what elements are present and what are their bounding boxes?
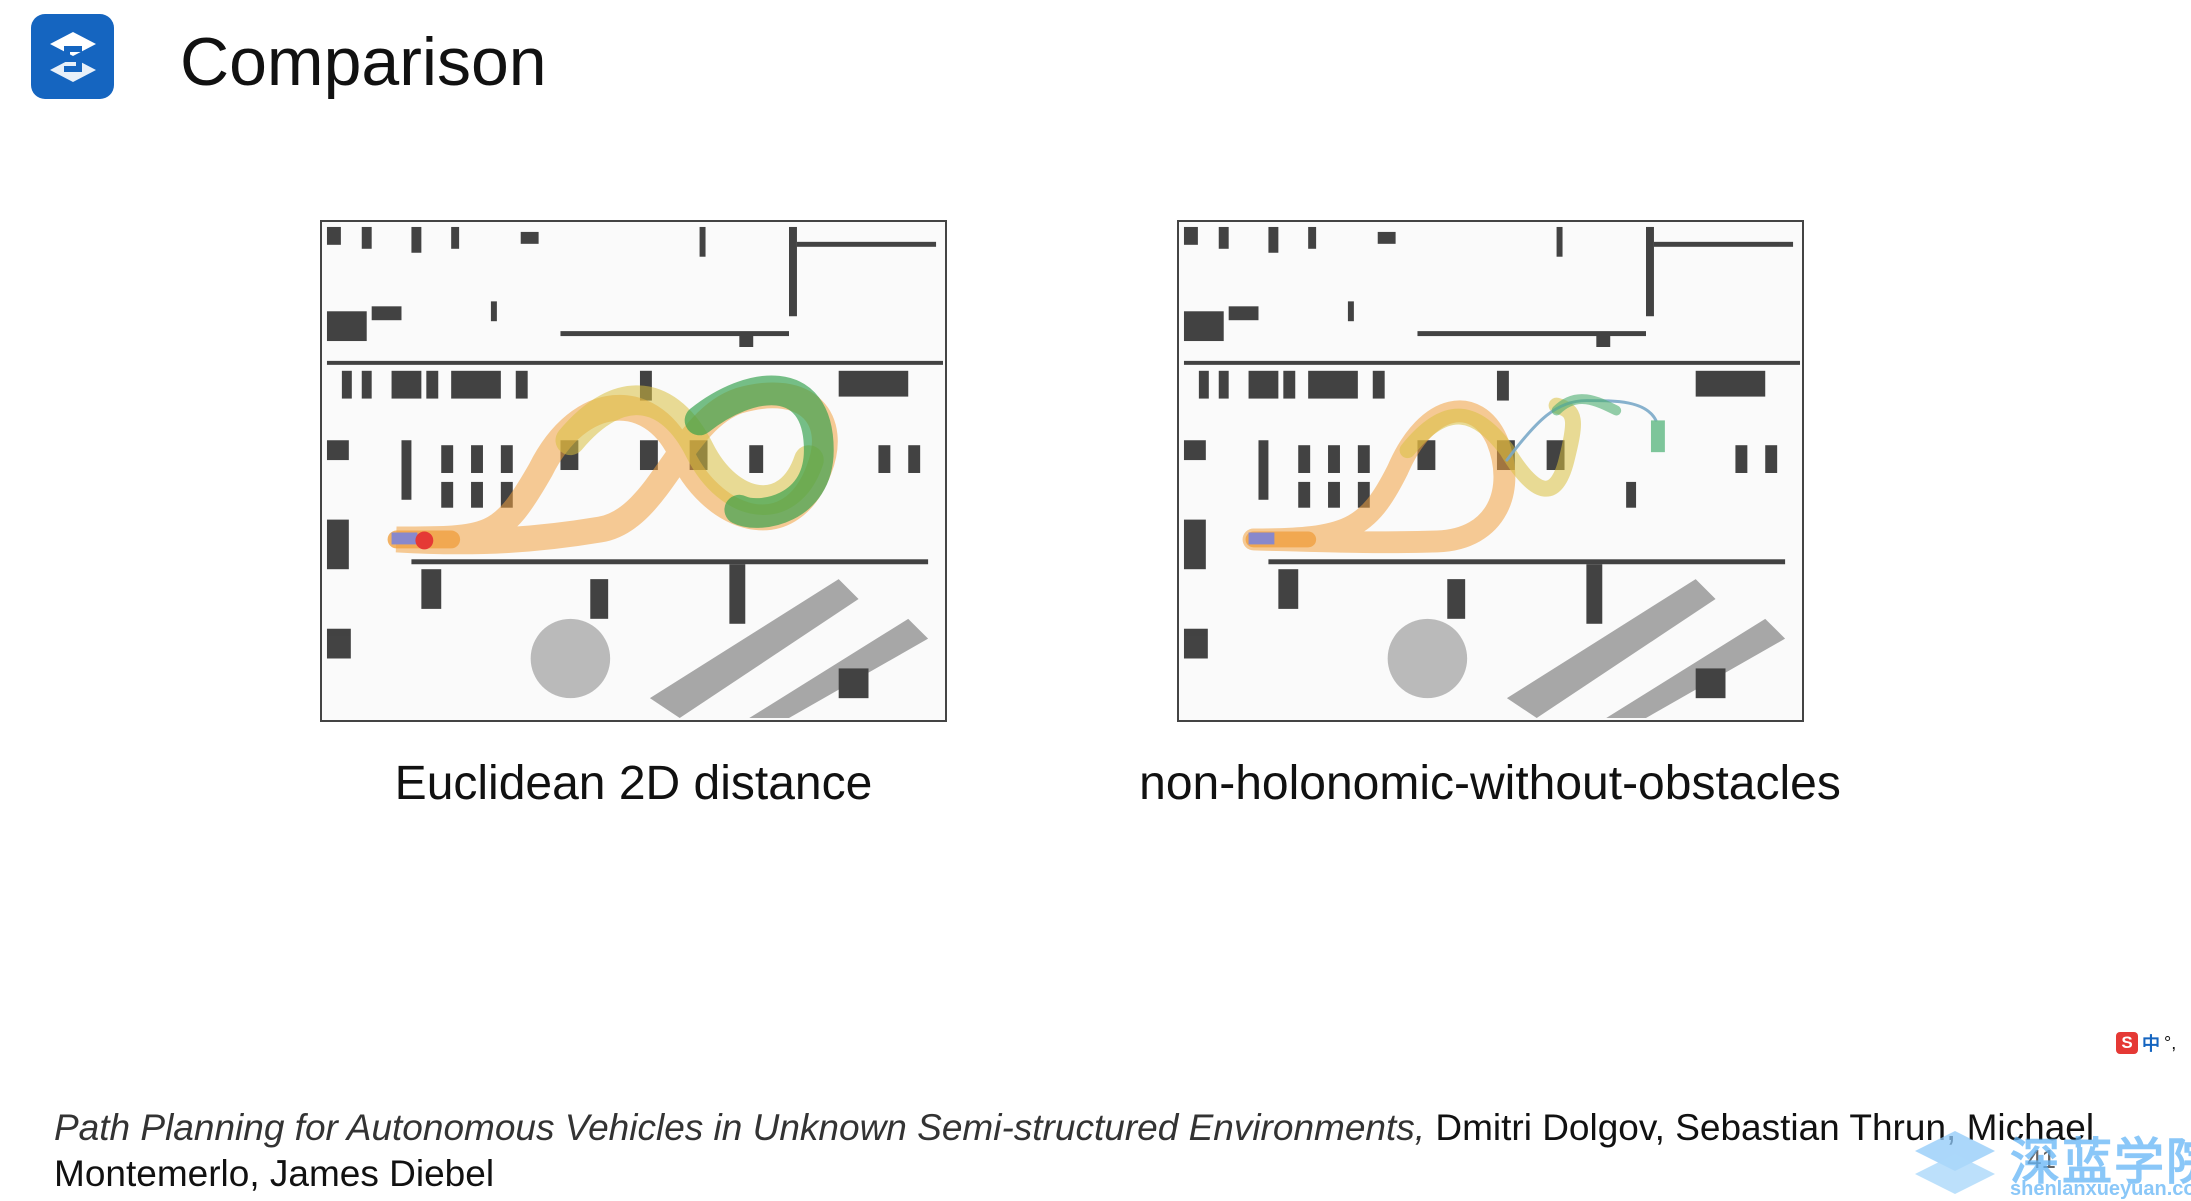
watermark: 深蓝学院 shenlanxueyuan.com — [1910, 1120, 2191, 1201]
citation-paper-title: Path Planning for Autonomous Vehicles in… — [54, 1107, 1426, 1148]
ime-mode-toggle[interactable]: 中 — [2142, 1034, 2160, 1054]
ime-punct-toggle[interactable]: °, — [2164, 1032, 2177, 1053]
vehicle-start-icon — [1248, 532, 1275, 545]
non-holonomic-map — [1183, 226, 1801, 719]
brand-s-icon — [49, 31, 96, 82]
euclidean-caption: Euclidean 2D distance — [394, 757, 873, 810]
ime-logo-icon[interactable]: S — [2116, 1032, 2138, 1054]
goal-vehicle-icon — [1650, 420, 1665, 453]
slide-title: Comparison — [180, 24, 547, 100]
start-marker-icon — [415, 531, 434, 550]
non-holonomic-caption: non-holonomic-without-obstacles — [1139, 757, 1841, 810]
citation-authors: Dmitri Dolgov, Sebastian Thrun, Michael … — [54, 1107, 2095, 1194]
watermark-subtext: shenlanxueyuan.com — [2010, 1178, 2191, 1200]
brand-logo — [31, 14, 114, 99]
euclidean-map — [326, 226, 944, 719]
slide-number: 41 — [2027, 1144, 2056, 1174]
watermark-logo-icon — [1915, 1131, 1995, 1194]
citation: Path Planning for Autonomous Vehicles in… — [54, 1105, 2114, 1197]
watermark-text: 深蓝学院 — [2010, 1134, 2191, 1190]
vehicle-start-icon — [391, 532, 418, 545]
euclidean-figure — [320, 220, 947, 722]
non-holonomic-figure — [1177, 220, 1804, 722]
ime-toolbar[interactable]: S 中 °, — [2116, 1030, 2176, 1056]
